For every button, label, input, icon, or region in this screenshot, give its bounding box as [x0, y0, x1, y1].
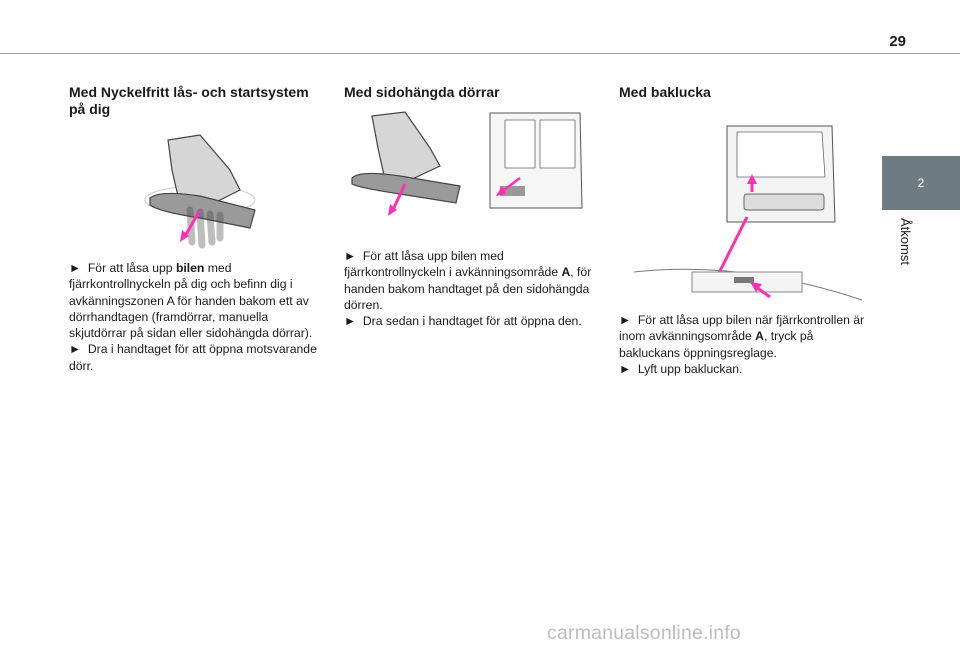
section-heading: Med Nyckelfritt lås- och startsystem på … [69, 84, 309, 117]
chapter-number: 2 [917, 176, 925, 190]
bullet-icon: ► [619, 313, 632, 327]
text-run: , för handen bakom handtaget på den sido… [344, 265, 592, 312]
illustration-side-door-handle [351, 111, 583, 216]
bullet-icon: ► [344, 314, 357, 329]
bullet-icon: ► [69, 342, 82, 357]
instruction-paragraph: ► Dra i handtaget för att öppna motsvara… [69, 341, 324, 374]
column-side-doors: Med sidohängda dörrar [344, 84, 599, 101]
text-run: För att låsa upp [87, 261, 176, 275]
illustration-tailgate [633, 125, 863, 301]
column-side-doors-text: ► För att låsa upp bilen med fjärrkontro… [344, 248, 599, 329]
section-heading: Med sidohängda dörrar [344, 84, 500, 100]
text-run: Dra i handtaget för att öppna motsvarand… [69, 342, 317, 373]
instruction-paragraph: ► Dra sedan i handtaget för att öppna de… [344, 313, 599, 329]
section-heading: Med baklucka [619, 84, 711, 100]
column-keyless-text: ► För att låsa upp bilen med fjärrkontro… [69, 260, 324, 374]
bullet-icon: ► [619, 361, 632, 376]
illustration-door-handle-hand [144, 134, 256, 249]
header-rule [0, 53, 960, 54]
chapter-tab[interactable]: 2 [882, 156, 960, 210]
instruction-paragraph: ► För att låsa upp bilen med fjärrkontro… [344, 248, 599, 313]
text-run: Lyft upp bakluckan. [637, 361, 743, 376]
column-tailgate-text: ► För att låsa upp bilen när fjärrkontro… [619, 312, 874, 377]
bold-term: bilen [175, 261, 205, 275]
text-run: , tryck på bakluckans öppningsreglage. [619, 329, 814, 360]
bullet-icon: ► [69, 261, 82, 275]
instruction-paragraph: ► Lyft upp bakluckan. [619, 361, 874, 377]
watermark: carmanualsonline.info [547, 622, 741, 644]
text-run: Dra sedan i handtaget för att öppna den. [362, 314, 582, 329]
column-keyless: Med Nyckelfritt lås- och startsystem på … [69, 84, 324, 118]
text-run: med fjärrkontrollnyckeln på dig och befi… [69, 261, 313, 341]
bold-term: A [561, 265, 571, 280]
instruction-paragraph: ► För att låsa upp bilen när fjärrkontro… [619, 312, 874, 361]
bullet-icon: ► [344, 249, 357, 263]
text-run: För att låsa upp bilen med fjärrkontroll… [344, 249, 562, 280]
bold-term: A [755, 329, 764, 344]
text-run: För att låsa upp bilen när fjärrkontroll… [619, 313, 865, 344]
page-number: 29 [889, 33, 906, 50]
chapter-label: Åtkomst [898, 218, 913, 265]
column-tailgate: Med baklucka [619, 84, 874, 101]
instruction-paragraph: ► För att låsa upp bilen med fjärrkontro… [69, 260, 324, 341]
